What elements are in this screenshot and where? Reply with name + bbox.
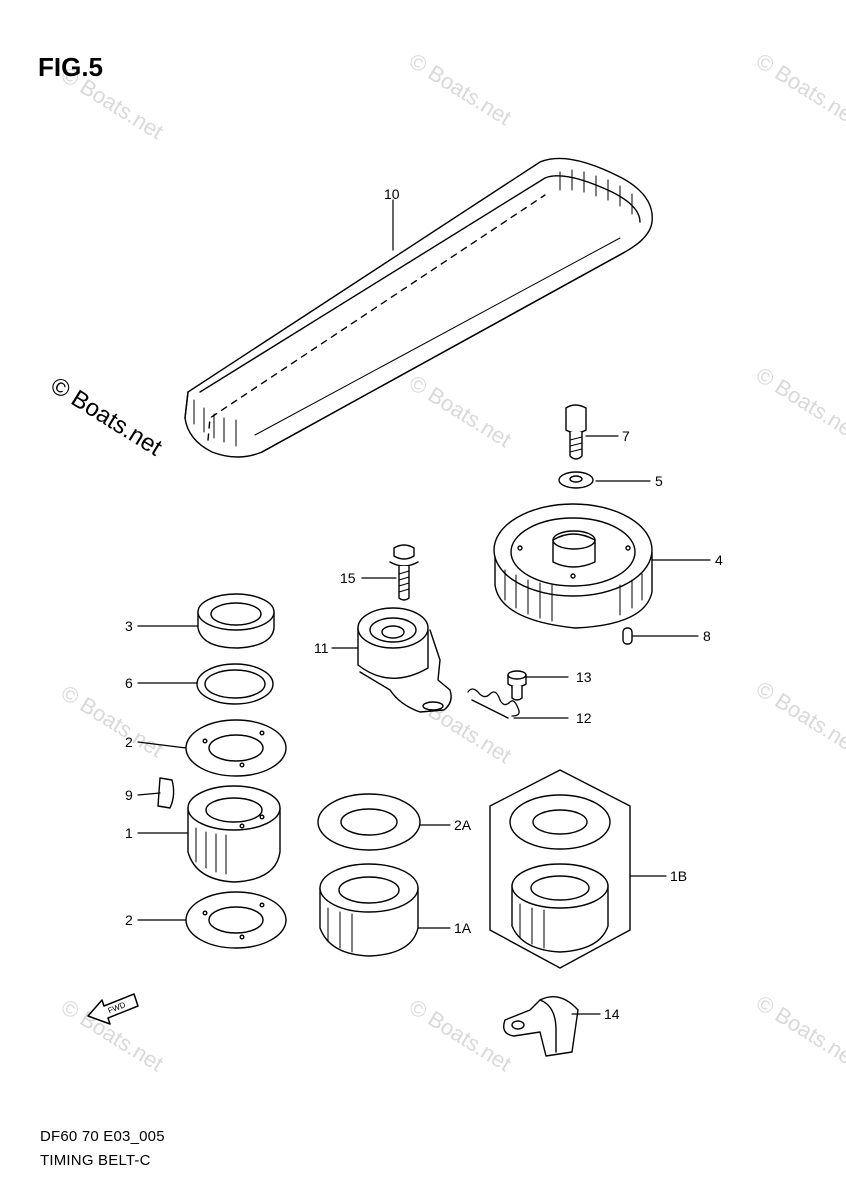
- callout-1B: 1B: [670, 868, 687, 884]
- key-9[interactable]: [157, 777, 175, 809]
- callouts: 10 7 5 4 15 11 3 6 8 13 12 2 9 1 2A 1B 2…: [125, 186, 723, 1022]
- nut-3[interactable]: [197, 593, 275, 649]
- callout-2: 2: [125, 912, 133, 928]
- callout-8: 8: [703, 628, 711, 644]
- callout-2: 2: [125, 734, 133, 750]
- callout-4: 4: [715, 552, 723, 568]
- callout-14: 14: [604, 1006, 620, 1022]
- callout-2A: 2A: [454, 817, 472, 833]
- callout-13: 13: [576, 669, 592, 685]
- crankshaft-pulley[interactable]: [187, 785, 281, 883]
- plate-2A[interactable]: [317, 793, 421, 851]
- pulley-1A[interactable]: [319, 863, 419, 957]
- clamp-14[interactable]: [502, 996, 579, 1057]
- callout-10: 10: [384, 186, 400, 202]
- callout-6: 6: [125, 675, 133, 691]
- plate-2-lower[interactable]: [185, 891, 287, 949]
- leader-lines: [137, 199, 711, 1015]
- callout-9: 9: [125, 787, 133, 803]
- callout-15: 15: [340, 570, 356, 586]
- callout-1: 1: [125, 825, 133, 841]
- bolt-15[interactable]: [389, 544, 419, 601]
- callout-3: 3: [125, 618, 133, 634]
- diagram-code: DF60 70 E03_005: [40, 1128, 165, 1145]
- stud-13[interactable]: [507, 670, 527, 701]
- fwd-arrow-icon: FWD: [87, 993, 139, 1025]
- callout-7: 7: [622, 428, 630, 444]
- kit-1B[interactable]: [489, 769, 631, 969]
- ring-6[interactable]: [196, 663, 274, 705]
- camshaft-pulley[interactable]: [493, 503, 653, 629]
- bolt-7[interactable]: [565, 404, 587, 460]
- callout-12: 12: [576, 710, 592, 726]
- figure-title: FIG.5: [38, 52, 104, 82]
- plate-2-upper[interactable]: [185, 719, 287, 777]
- washer-5[interactable]: [558, 471, 594, 489]
- callout-5: 5: [655, 473, 663, 489]
- spring-12[interactable]: [467, 688, 520, 719]
- belt-tensioner[interactable]: [357, 607, 452, 713]
- dowel-pin-8[interactable]: [622, 627, 633, 645]
- callout-11: 11: [314, 640, 329, 656]
- timing-belt[interactable]: [184, 157, 653, 458]
- diagram-caption: TIMING BELT-C: [40, 1152, 151, 1169]
- callout-1A: 1A: [454, 920, 472, 936]
